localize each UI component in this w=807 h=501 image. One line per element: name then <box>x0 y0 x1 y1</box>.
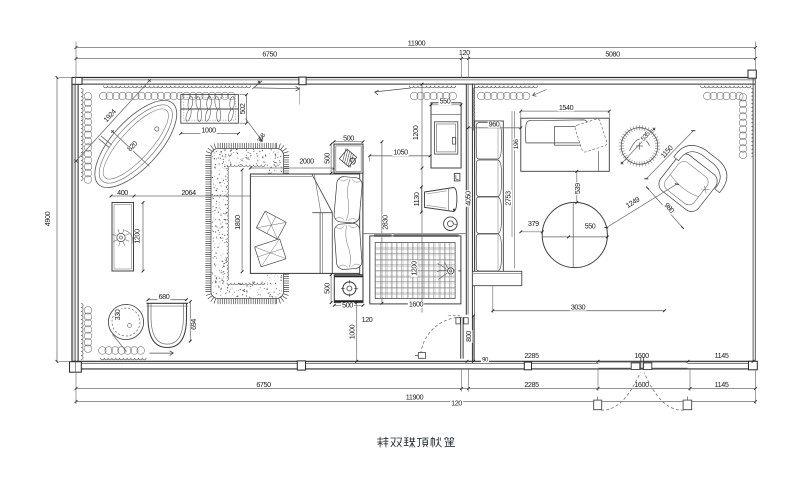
svg-text:500: 500 <box>322 153 331 164</box>
svg-text:1000: 1000 <box>201 126 216 135</box>
svg-text:1200: 1200 <box>410 261 419 276</box>
svg-text:500: 500 <box>322 283 331 294</box>
svg-text:6750: 6750 <box>256 380 271 389</box>
svg-text:2064: 2064 <box>181 188 196 197</box>
svg-text:4050: 4050 <box>463 191 472 206</box>
svg-text:800: 800 <box>464 331 473 342</box>
svg-text:550: 550 <box>440 97 451 106</box>
svg-text:11900: 11900 <box>406 392 424 401</box>
svg-text:1000: 1000 <box>348 324 357 339</box>
svg-text:5080: 5080 <box>605 50 620 59</box>
svg-text:120: 120 <box>362 315 373 324</box>
svg-text:6750: 6750 <box>262 50 277 59</box>
svg-text:680: 680 <box>159 292 170 301</box>
svg-text:550: 550 <box>585 222 596 231</box>
svg-text:1540: 1540 <box>559 103 574 112</box>
svg-text:4900: 4900 <box>43 211 52 226</box>
svg-text:379: 379 <box>528 219 539 228</box>
svg-text:2285: 2285 <box>524 380 539 389</box>
svg-text:539: 539 <box>573 183 582 194</box>
svg-text:1050: 1050 <box>393 148 408 157</box>
svg-text:1600: 1600 <box>409 299 424 308</box>
svg-text:2000: 2000 <box>299 156 314 165</box>
svg-text:1200: 1200 <box>133 229 142 244</box>
svg-text:3030: 3030 <box>571 302 586 311</box>
svg-text:502: 502 <box>238 103 247 114</box>
svg-text:2285: 2285 <box>524 351 539 360</box>
svg-text:358: 358 <box>256 132 267 144</box>
svg-text:400: 400 <box>117 188 128 197</box>
svg-text:330: 330 <box>113 309 122 320</box>
svg-text:694: 694 <box>189 319 198 330</box>
svg-text:960: 960 <box>489 120 500 129</box>
svg-text:196: 196 <box>513 139 520 150</box>
svg-text:1130: 1130 <box>412 192 421 206</box>
svg-text:2830: 2830 <box>380 215 389 230</box>
svg-text:1145: 1145 <box>715 351 729 360</box>
svg-text:1600: 1600 <box>634 380 649 389</box>
svg-text:2753: 2753 <box>504 191 513 206</box>
svg-text:90: 90 <box>482 358 489 364</box>
svg-text:500: 500 <box>342 301 353 310</box>
svg-text:1600: 1600 <box>634 351 649 360</box>
svg-text:500: 500 <box>343 133 354 142</box>
svg-text:11900: 11900 <box>408 39 426 48</box>
svg-text:1200: 1200 <box>411 125 420 140</box>
svg-text:1800: 1800 <box>233 215 242 230</box>
svg-text:120: 120 <box>451 398 462 407</box>
svg-text:1145: 1145 <box>715 380 729 389</box>
svg-text:120: 120 <box>459 48 470 57</box>
